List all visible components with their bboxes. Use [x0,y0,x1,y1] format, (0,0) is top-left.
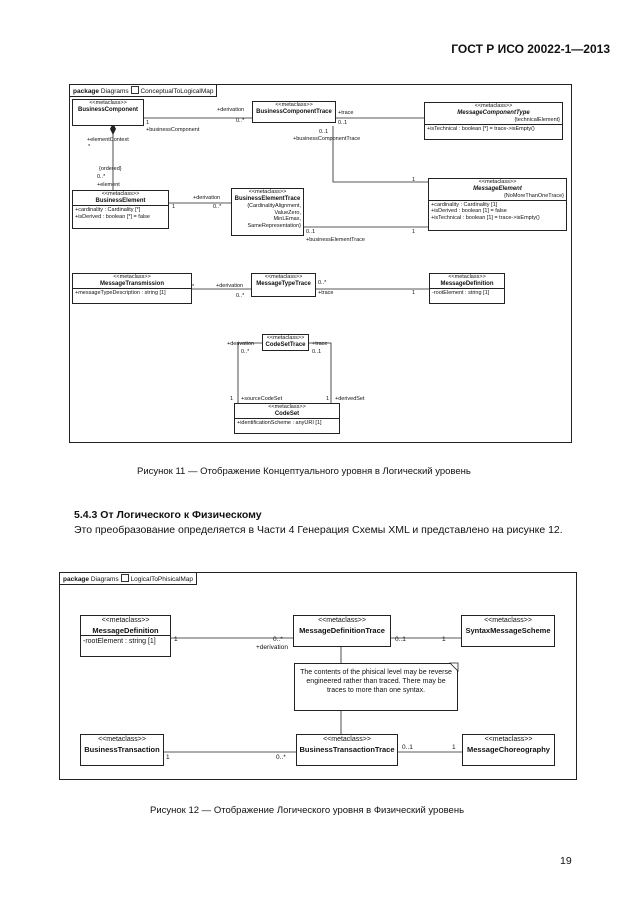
map-icon [121,574,130,582]
lbl-mult-1-7: 1 [326,396,330,402]
lbl-trace-3: +trace [312,341,328,347]
standard-header: ГОСТ Р ИСО 20022-1—2013 [451,42,610,56]
lbl-mult-0star-6: 0..* [241,349,250,355]
lbl-trace-1: +trace [338,110,354,116]
business-element-trace-box: <<metaclass>> BusinessElementTrace {Card… [231,188,304,236]
lbl-mult-01-1: 0..1 [338,120,348,126]
trace-note: The contents of the phisical level may b… [294,663,458,711]
lbl-mult-01-3: 0..1 [306,229,316,235]
lbl2-mult-01-1: 0..1 [395,636,406,643]
lbl2-mult-1-2: 1 [442,636,446,643]
lbl2-derivation: +derivation [256,644,288,651]
lbl-mult-0star-3: 0..* [213,204,222,210]
message-choreography-box: <<metaclass>> MessageChoreography [462,734,555,766]
code-set-box: <<metaclass>> CodeSet +identificationSch… [234,403,340,434]
lbl-star-1: * [88,144,91,150]
lbl-derivation-3: +derivation [216,283,244,289]
lbl-star-2: * [192,284,195,290]
section-heading: 5.4.3 От Логического к Физическому [74,509,262,521]
lbl-mult-0star-2: 0..* [97,174,106,180]
figure-11-caption: Рисунок 11 — Отображение Концептуального… [137,466,471,477]
lbl-derived-set: +derivedSet [335,396,365,402]
lbl2-mult-1-3: 1 [166,754,170,761]
syntax-message-scheme-box: <<metaclass>> SyntaxMessageScheme [461,615,555,647]
section-paragraph: Это преобразование определяется в Части … [74,524,563,536]
lbl-business-element-trace: +businessElementTrace [306,237,365,243]
lbl-mult-0star-5: 0..* [318,280,327,286]
lbl-mult-01-4: 0..1 [312,349,322,355]
lbl-mult-1-4: 1 [412,229,416,235]
business-element-box: <<metaclass>> BusinessElement +cardinali… [72,190,169,229]
map-icon [131,86,140,94]
figure-11-frame: package Diagrams ConceptualToLogicalMap [69,84,572,443]
figure-12-caption: Рисунок 12 — Отображение Логического уро… [150,805,465,816]
message-transmission-box: <<metaclass>> MessageTransmission +messa… [72,273,192,304]
lbl2-mult-0star-1: 0..* [273,636,283,643]
message-component-type-box: <<metaclass>> MessageComponentType {tech… [424,102,563,140]
lbl-ordered: {ordered} [99,166,122,172]
business-component-box: <<metaclass>> BusinessComponent [72,99,144,126]
lbl-business-component-trace: +businessComponentTrace [293,136,361,142]
lbl-derivation-4: +derivation [227,341,255,347]
message-definition-trace-box: <<metaclass>> MessageDefinitionTrace [293,615,391,647]
lbl-mult-1: 1 [146,120,150,126]
lbl-mult-1-3: 1 [172,204,176,210]
lbl-source-code-set: +sourceCodeSet [241,396,283,402]
lbl2-mult-01-2: 0..1 [402,744,413,751]
lbl-mult-01-2: 0..1 [319,129,329,135]
lbl-mult-1-6: 1 [230,396,234,402]
message-definition-box-2: <<metaclass>> MessageDefinition -rootEle… [80,615,171,657]
lbl-mult-0star-4: 0..* [236,293,245,299]
lbl-derivation-2: +derivation [193,195,221,201]
business-component-trace-box: <<metaclass>> BusinessComponentTrace [252,101,336,123]
composition-diamond [110,123,116,135]
message-definition-box: <<metaclass>> MessageDefinition -rootEle… [429,273,505,304]
package-tab-2: package Diagrams LogicalToPhisicalMap [60,573,197,585]
package-tab: package Diagrams ConceptualToLogicalMap [70,85,218,97]
lbl-mult-1-5: 1 [412,290,416,296]
message-type-trace-box: <<metaclass>> MessageTypeTrace [251,273,316,297]
lbl-derivation-1: +derivation [217,107,245,113]
lbl2-mult-1-4: 1 [452,744,456,751]
lbl-element-context: +elementContext [87,137,129,143]
message-element-box: <<metaclass>> MessageElement {NoMoreThan… [428,178,567,231]
lbl-mult-0star-1: 0..* [236,118,245,124]
lbl-element: +element [97,182,120,188]
lbl2-mult-0star-2: 0..* [276,754,286,761]
lbl-trace-2: +trace [318,290,334,296]
code-set-trace-box: <<metaclass>> CodeSetTrace [262,334,309,351]
business-transaction-trace-box: <<metaclass>> BusinessTransactionTrace [296,734,398,766]
business-transaction-box: <<metaclass>> BusinessTransaction [80,734,164,766]
page-number: 19 [560,855,572,867]
lbl2-mult-1-1: 1 [174,636,178,643]
lbl-business-component: +businessComponent [146,127,200,133]
lbl-mult-1-2: 1 [412,177,416,183]
